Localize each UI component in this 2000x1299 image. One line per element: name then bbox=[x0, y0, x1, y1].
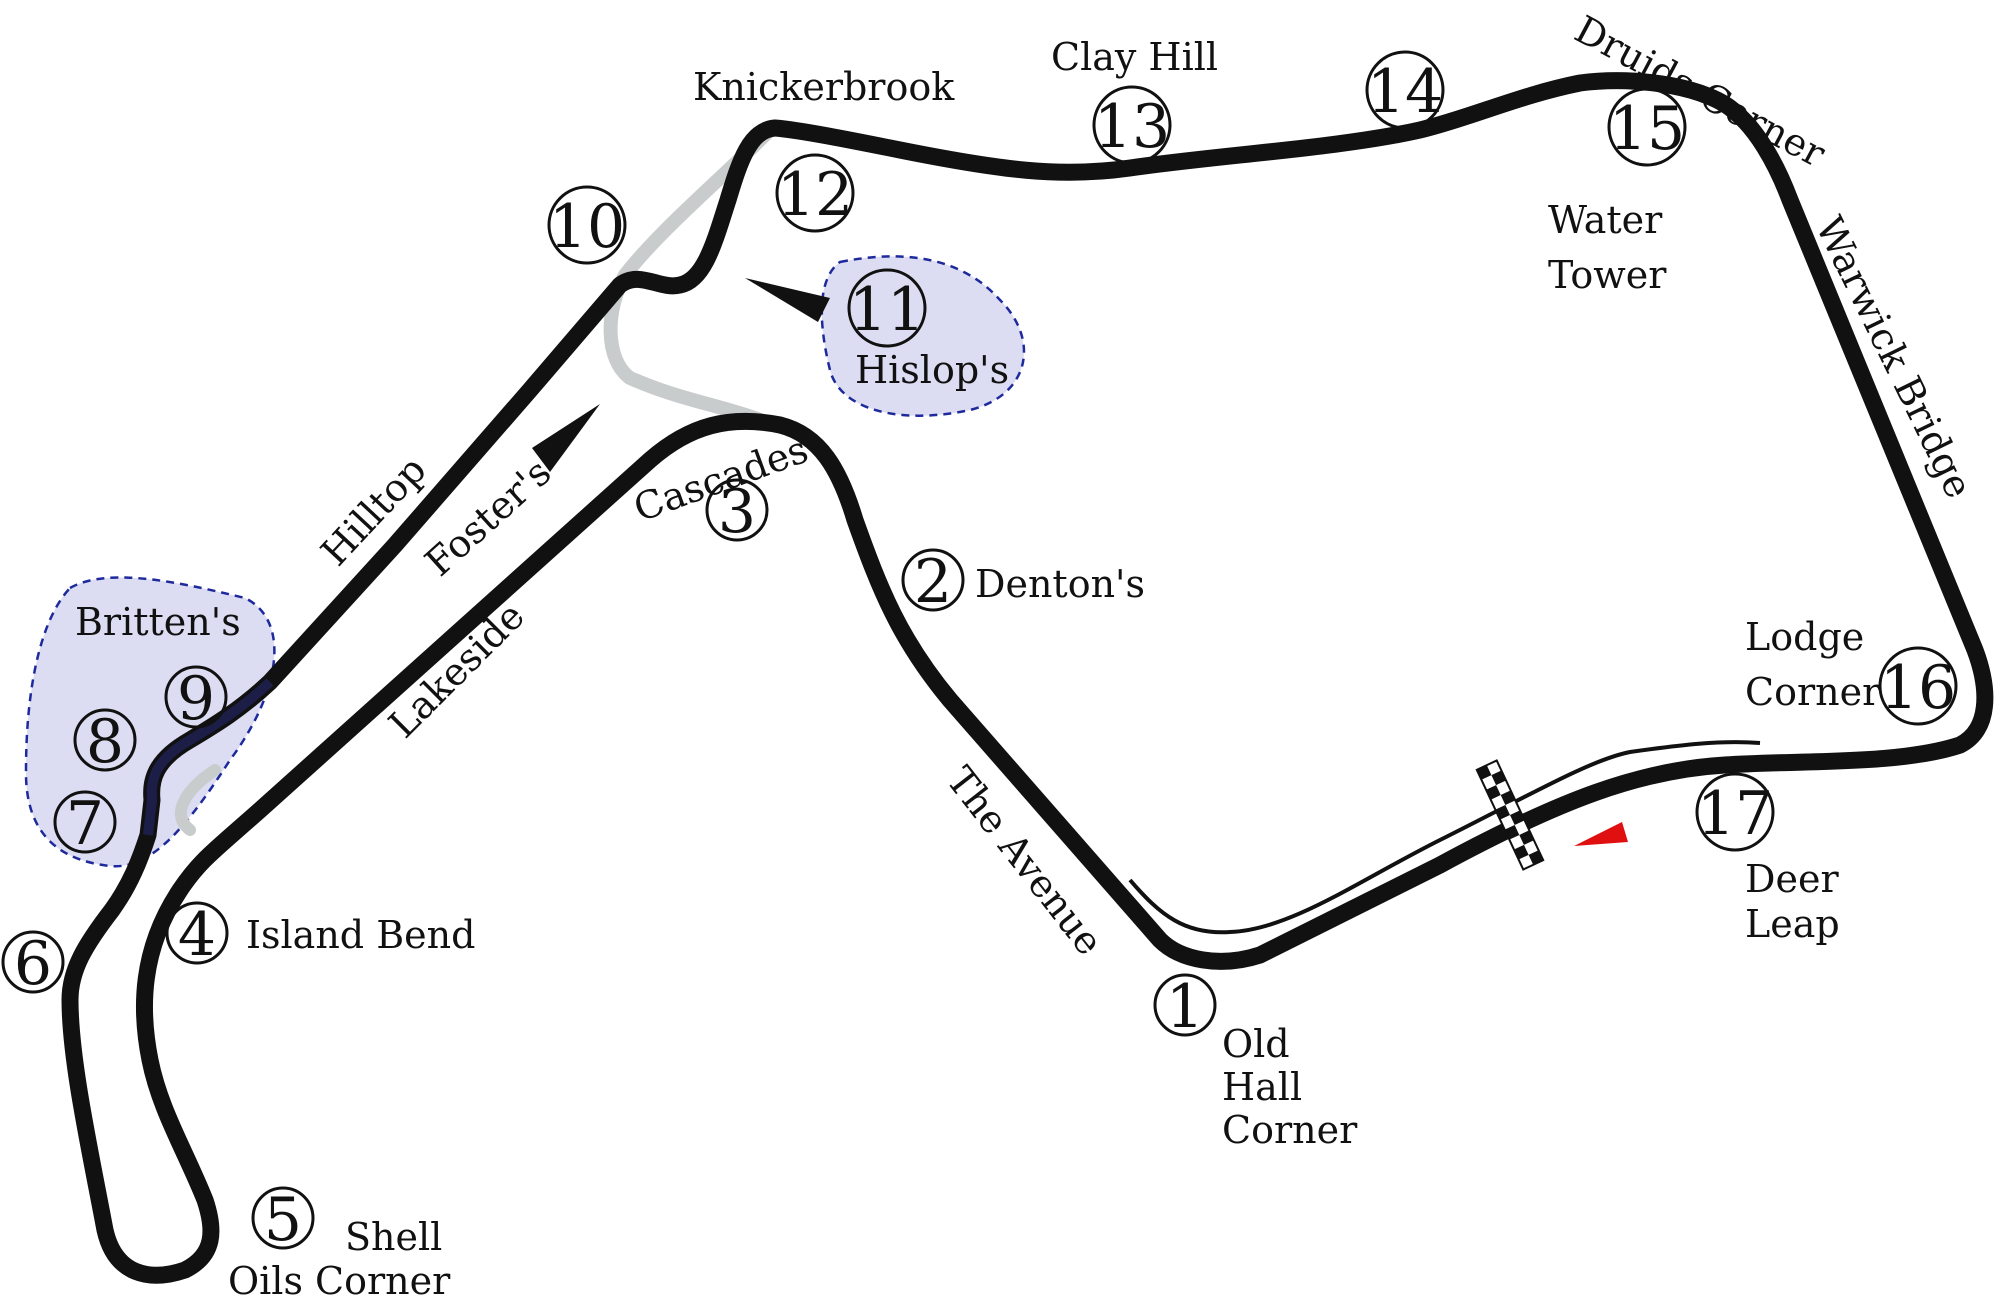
corner-14: 14 bbox=[1365, 50, 1445, 130]
corner-number: 17 bbox=[1697, 779, 1773, 849]
corner-number: 4 bbox=[178, 900, 216, 970]
corner-name-deer-leap-line2: Leap bbox=[1745, 902, 1840, 946]
corner-markers: 1 2 3 4 5 6 7 8 9 10 11 12 13 14 15 16 1… bbox=[1, 50, 1958, 1255]
corner-name-clay-hill: Clay Hill bbox=[1051, 35, 1218, 79]
corner-number: 15 bbox=[1609, 94, 1685, 164]
corner-15: 15 bbox=[1607, 87, 1687, 167]
pit-lane bbox=[1128, 740, 1761, 935]
corner-6: 6 bbox=[1, 929, 65, 999]
corner-number: 5 bbox=[264, 1185, 302, 1255]
corner-number: 12 bbox=[777, 160, 853, 230]
section-labels: Hilltop Foster's Lakeside The Avenue Dru… bbox=[75, 7, 1981, 963]
corner-name-old-hall-line3: Corner bbox=[1222, 1108, 1358, 1152]
corner-number: 7 bbox=[66, 789, 104, 859]
corner-name-shell-line2: Oils Corner bbox=[228, 1259, 451, 1299]
start-finish-flag-icon bbox=[1475, 759, 1545, 871]
section-brittens: Britten's bbox=[75, 600, 241, 644]
corner-number: 3 bbox=[718, 477, 756, 547]
corner-number: 8 bbox=[86, 707, 124, 777]
corner-8: 8 bbox=[73, 707, 137, 777]
chicane-entry-arrow-icon bbox=[745, 278, 830, 322]
hislops-zone bbox=[820, 255, 1026, 417]
brittens-zone bbox=[24, 576, 276, 868]
chicane-entry-arrow-icon bbox=[532, 404, 600, 472]
corner-number: 6 bbox=[14, 929, 52, 999]
corner-name-old-hall-line1: Old bbox=[1222, 1022, 1290, 1066]
corner-12: 12 bbox=[775, 153, 855, 233]
corner-7: 7 bbox=[53, 789, 117, 859]
corner-number: 1 bbox=[1166, 972, 1204, 1042]
corner-number: 14 bbox=[1367, 57, 1443, 127]
direction-arrow-icon bbox=[1574, 822, 1628, 846]
corner-name-water-tower-line1: Water bbox=[1548, 198, 1663, 242]
corner-name-shell-line1: Shell bbox=[345, 1215, 442, 1259]
corner-name-old-hall-line2: Hall bbox=[1222, 1065, 1302, 1109]
corner-name-lodge-line1: Lodge bbox=[1745, 615, 1864, 659]
corner-17: 17 bbox=[1695, 772, 1775, 852]
corner-16: 16 bbox=[1878, 646, 1958, 726]
section-lakeside: Lakeside bbox=[380, 594, 533, 747]
corner-name-lodge-line2: Corner bbox=[1745, 670, 1881, 714]
corner-number: 13 bbox=[1094, 92, 1170, 162]
corner-10: 10 bbox=[547, 185, 627, 265]
old-track-link bbox=[603, 123, 777, 427]
corner-names: Old Hall Corner Denton's Cascades Island… bbox=[228, 35, 1881, 1299]
section-druids-corner: Druids Corner bbox=[1568, 7, 1833, 176]
corner-name-water-tower-line2: Tower bbox=[1548, 253, 1667, 297]
corner-name-knickerbrook: Knickerbrook bbox=[693, 65, 955, 109]
corner-9: 9 bbox=[164, 664, 228, 734]
corner-number: 10 bbox=[549, 192, 625, 262]
corner-number: 16 bbox=[1880, 653, 1956, 723]
corner-11: 11 bbox=[847, 268, 927, 348]
corner-name-dentons: Denton's bbox=[975, 562, 1145, 606]
corner-number: 2 bbox=[914, 547, 952, 617]
brittens-track-overlay bbox=[143, 678, 274, 836]
old-track-brittens bbox=[174, 764, 221, 836]
corner-13: 13 bbox=[1092, 85, 1172, 165]
corner-3: 3 bbox=[705, 477, 769, 547]
corner-5: 5 bbox=[251, 1185, 315, 1255]
corner-name-deer-leap-line1: Deer bbox=[1745, 857, 1839, 901]
corner-name-island-bend: Island Bend bbox=[246, 913, 475, 957]
corner-4: 4 bbox=[165, 900, 229, 970]
corner-name-hislops: Hislop's bbox=[855, 348, 1009, 392]
corner-2: 2 bbox=[901, 547, 965, 617]
track-main bbox=[61, 72, 1994, 1284]
corner-number: 9 bbox=[177, 664, 215, 734]
corner-1: 1 bbox=[1153, 972, 1217, 1042]
corner-number: 11 bbox=[849, 275, 925, 345]
